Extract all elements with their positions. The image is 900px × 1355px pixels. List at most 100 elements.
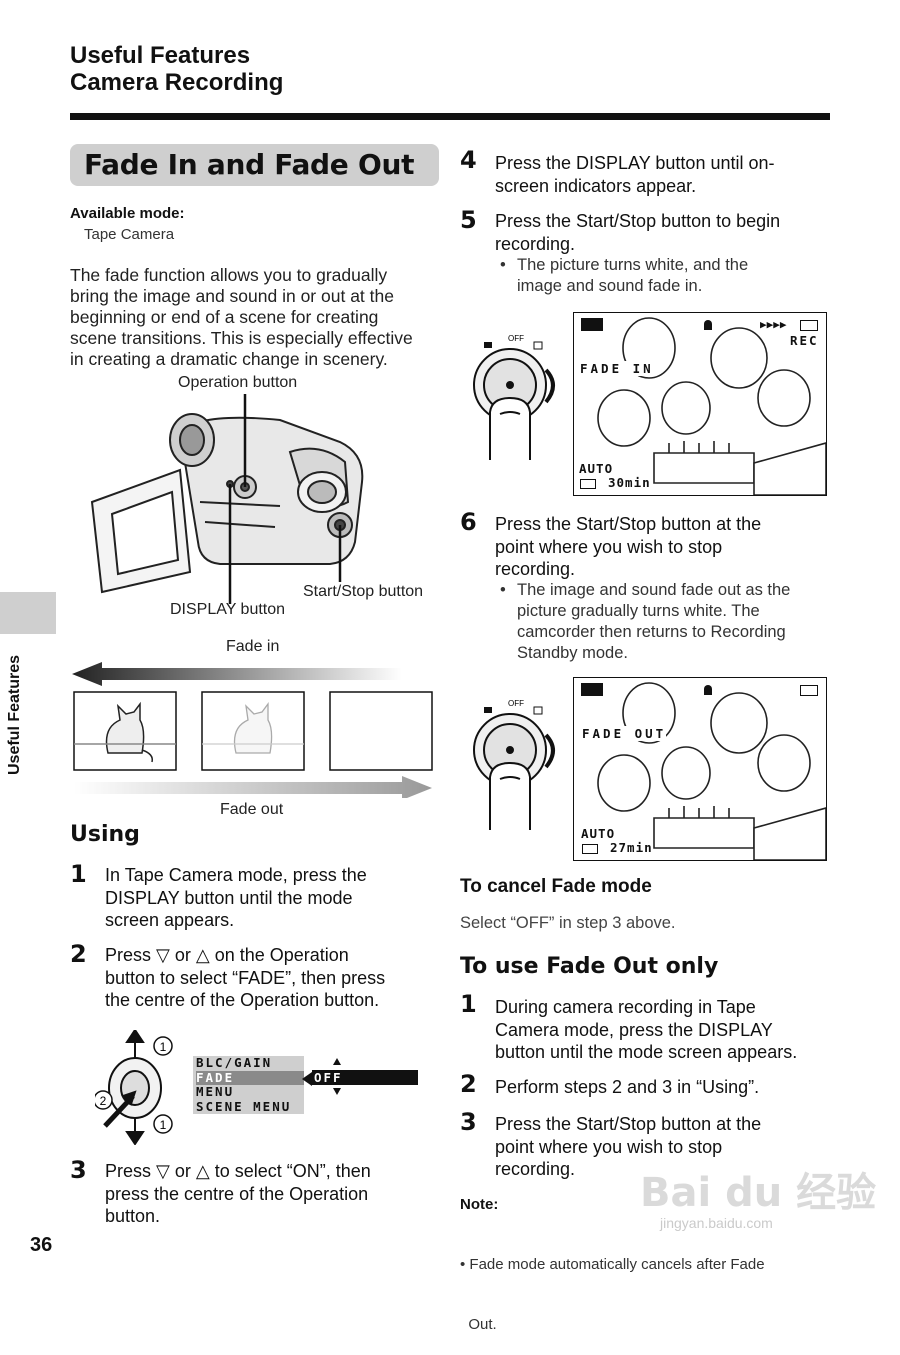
cat-icon xyxy=(74,701,176,763)
dial-off-label: OFF xyxy=(508,334,524,343)
dial-marker-2: 2 xyxy=(100,1094,107,1108)
step-line: During camera recording in Tape xyxy=(495,997,756,1017)
step-line: Press the Start/Stop button to begin xyxy=(495,211,781,231)
menu-item: BLC/GAIN xyxy=(196,1055,273,1070)
step-line: button until the mode screen appears. xyxy=(495,1042,798,1062)
fade-out-label: Fade out xyxy=(220,801,284,818)
section-title-pill: Fade In and Fade Out xyxy=(70,144,439,186)
tape-remaining-icon xyxy=(580,479,596,489)
faded-cat-icon xyxy=(202,702,304,754)
fade-value: OFF xyxy=(312,1070,418,1085)
note-text: • Fade mode automatically cancels after … xyxy=(460,1215,765,1355)
step-6-number: 6 xyxy=(460,508,477,536)
using-heading: Using xyxy=(70,822,140,847)
note-label: Note: xyxy=(460,1196,499,1213)
step-line: Perform steps 2 and 3 in “Using”. xyxy=(495,1077,760,1097)
bullet-line: The picture turns white, and the xyxy=(517,256,749,274)
menu-pointer-icon xyxy=(302,1072,312,1086)
step-5-number: 5 xyxy=(460,206,477,234)
step-5-bullet: • The picture turns white, and the image… xyxy=(500,255,748,297)
step-line: Press ▽ or △ to select “ON”, then xyxy=(105,1161,371,1181)
fo-step-1-text: During camera recording in Tape Camera m… xyxy=(495,996,797,1064)
battery-icon xyxy=(581,318,603,331)
using-step-1-number: 1 xyxy=(70,860,87,888)
fade-out-indicator: FADE OUT xyxy=(582,726,667,741)
camcorder-illustration xyxy=(90,394,364,604)
step-line: button. xyxy=(105,1206,161,1226)
step-4-number: 4 xyxy=(460,146,477,174)
display-button-callout: DISPLAY button xyxy=(170,601,286,618)
using-step-3-text: Press ▽ or △ to select “ON”, then press … xyxy=(105,1160,371,1228)
bullet-line: image and sound fade in. xyxy=(517,277,703,295)
dial-off-label: OFF xyxy=(508,699,524,708)
header-line-1: Useful Features xyxy=(70,42,251,69)
step-line: recording. xyxy=(495,1159,576,1179)
fo-step-2-number: 2 xyxy=(460,1070,477,1098)
step-line: Camera mode, press the DISPLAY xyxy=(495,1019,773,1040)
fo-step-3-number: 3 xyxy=(460,1108,477,1136)
intro-line: in creating a dramatic change in scenery… xyxy=(70,349,388,369)
step-4-text: Press the DISPLAY button until on- scree… xyxy=(495,152,775,197)
step-line: press the centre of the Operation xyxy=(105,1183,369,1204)
step-line: recording. xyxy=(495,559,576,579)
bullet-dot: • xyxy=(500,256,506,274)
person-icon xyxy=(704,685,712,695)
step-line: In Tape Camera mode, press the xyxy=(105,865,367,885)
menu-item-selected: FADE xyxy=(196,1070,304,1085)
stop-dial-illustration: OFF xyxy=(473,699,555,830)
play-mode-icon xyxy=(533,341,543,350)
using-step-2-text: Press ▽ or △ on the Operation button to … xyxy=(105,944,385,1012)
step-line: button to select “FADE”, then press xyxy=(105,967,386,988)
tape-icon xyxy=(800,320,818,331)
menu-item: MENU xyxy=(196,1084,235,1099)
battery-icon xyxy=(581,683,603,696)
side-tab-label: Useful Features xyxy=(6,654,23,775)
camera-mode-icon xyxy=(484,707,492,713)
step-line: point where you wish to stop xyxy=(495,1136,723,1157)
step-line: DISPLAY button until the mode xyxy=(105,887,353,908)
fo-step-3-text: Press the Start/Stop button at the point… xyxy=(495,1113,761,1181)
party-scene-illustration xyxy=(597,317,826,495)
side-tab xyxy=(0,592,56,634)
tape-remaining-icon xyxy=(582,844,598,854)
step-line: Press the Start/Stop button at the xyxy=(495,1114,762,1134)
time-remaining: 27min xyxy=(610,840,653,855)
header-rule xyxy=(70,113,830,120)
camera-mode-icon xyxy=(484,342,492,348)
auto-indicator: AUTO xyxy=(581,826,616,841)
fade-in-viewfinder-screen: FADE IN ▶▶▶▶ REC AUTO 30min xyxy=(573,312,827,496)
step-line: screen appears. xyxy=(105,910,235,930)
menu-down-arrow-icon xyxy=(333,1088,341,1095)
intro-line: beginning or end of a scene for creating xyxy=(70,307,379,327)
step-line: Press the Start/Stop button at the xyxy=(495,514,762,534)
rec-indicator: REC xyxy=(790,333,819,348)
fade-out-arrow xyxy=(74,776,432,798)
auto-indicator: AUTO xyxy=(579,461,614,476)
fade-strip-illustration xyxy=(72,662,433,798)
using-step-2-number: 2 xyxy=(70,940,87,968)
step-line: point where you wish to stop xyxy=(495,536,723,557)
operation-button-callout: Operation button xyxy=(178,374,298,391)
play-mode-icon xyxy=(533,706,543,715)
fade-frame-3 xyxy=(329,691,433,771)
step-5-text: Press the Start/Stop button to begin rec… xyxy=(495,210,780,255)
watermark-logo: Bai du 经验 xyxy=(640,1170,877,1216)
note-line: • Fade mode automatically cancels after … xyxy=(460,1256,765,1273)
intro-line: bring the image and sound in or out at t… xyxy=(70,286,394,306)
bullet-line: The image and sound fade out as the xyxy=(517,581,791,599)
menu-up-arrow-icon xyxy=(333,1058,341,1065)
menu-item: SCENE MENU xyxy=(196,1098,292,1114)
intro-line: The fade function allows you to graduall… xyxy=(70,265,388,285)
available-mode-label: Available mode: xyxy=(70,205,185,222)
recording-dial-illustration: OFF xyxy=(473,334,555,460)
fo-step-2-text: Perform steps 2 and 3 in “Using”. xyxy=(495,1076,759,1099)
watermark-url: jingyan.baidu.com xyxy=(660,1215,773,1231)
bullet-dot: • xyxy=(500,581,506,599)
step-line: Press ▽ or △ on the Operation xyxy=(105,945,349,965)
fo-step-1-number: 1 xyxy=(460,990,477,1018)
bullet-line: picture gradually turns white. The xyxy=(517,602,760,620)
bullet-line: camcorder then returns to Recording xyxy=(517,623,786,641)
using-step-3-number: 3 xyxy=(70,1156,87,1184)
fade-out-only-heading: To use Fade Out only xyxy=(460,954,719,979)
header-line-2: Camera Recording xyxy=(70,69,284,96)
